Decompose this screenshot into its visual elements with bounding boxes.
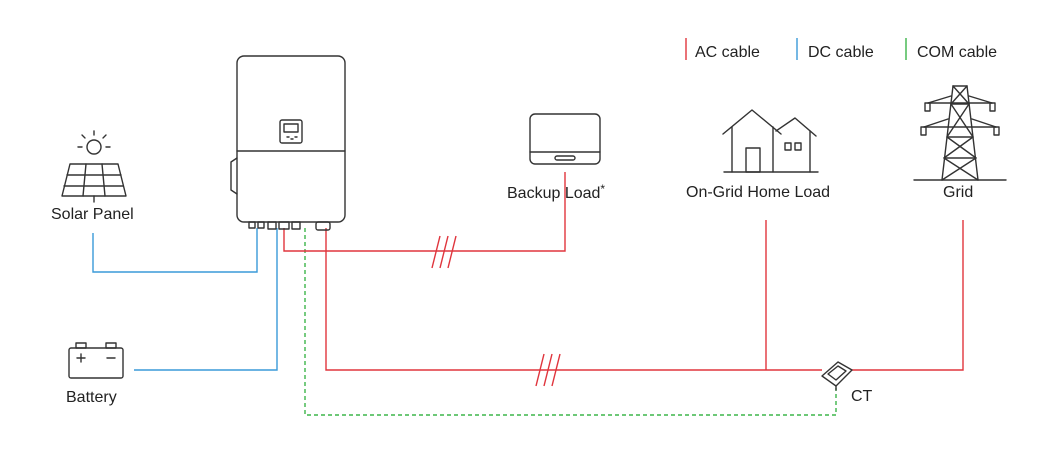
battery-icon	[68, 342, 124, 379]
home-load-label: On-Grid Home Load	[686, 184, 830, 201]
backup-load-label: Backup Load*	[507, 182, 605, 202]
legend-ac-label: AC cable	[695, 44, 760, 61]
ct-clamp-icon	[821, 361, 853, 391]
com-cable	[304, 228, 837, 416]
sun-icon	[77, 130, 111, 155]
backup-load-text: Backup Load	[507, 185, 600, 202]
monitor-icon	[529, 113, 601, 165]
inverter-icon	[230, 55, 346, 231]
transmission-tower-icon	[913, 85, 1007, 181]
three-phase-mark-backup	[431, 235, 457, 269]
ac-cable-grid-tail	[850, 220, 964, 371]
backup-load-asterisk: *	[600, 182, 605, 196]
legend-com-label: COM cable	[917, 44, 997, 61]
solar-panel-label: Solar Panel	[51, 206, 134, 223]
legend: AC cable DC cable COM cable	[685, 38, 997, 61]
inverter-terminals	[248, 221, 331, 231]
solar-panel-icon	[61, 163, 127, 203]
dc-cable-solar	[92, 228, 258, 273]
legend-dc-label: DC cable	[808, 44, 874, 61]
ac-cable-backup	[283, 172, 566, 252]
dc-cables	[92, 228, 278, 371]
ct-label: CT	[851, 388, 873, 405]
grid-label: Grid	[943, 184, 973, 201]
three-phase-mark-grid	[535, 353, 561, 387]
house-icon	[722, 109, 819, 173]
ac-cable-grid	[325, 228, 822, 371]
battery-label: Battery	[66, 389, 117, 406]
ac-cables	[283, 172, 964, 387]
dc-cable-battery	[134, 228, 278, 371]
